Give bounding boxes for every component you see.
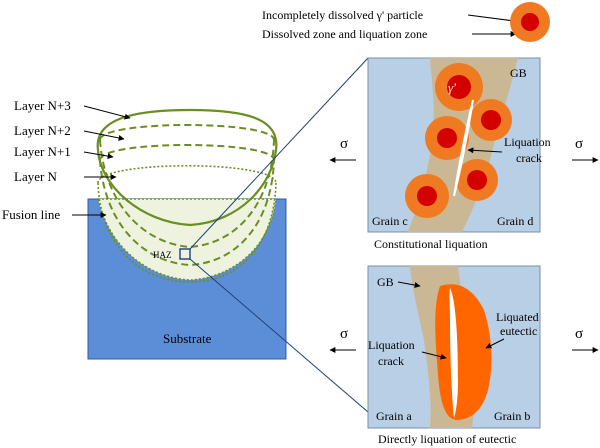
bottom-sigma-left: σ [340, 326, 348, 342]
layer-n2-label: Layer N+2 [14, 123, 71, 138]
layer-n3-label: Layer N+3 [14, 98, 71, 113]
substrate-label: Substrate [163, 331, 212, 346]
top-gb-label: GB [510, 66, 527, 80]
eutectic-liquation-panel: GB Liquation crack Liquated eutectic Gra… [329, 265, 599, 446]
bottom-liquation-crack [449, 288, 458, 418]
bottom-crack-label-1: Liquation [368, 338, 415, 352]
particle-core-1 [447, 75, 471, 99]
gamma-prime-label: γ' [448, 80, 456, 95]
top-sigma-right: σ [575, 136, 583, 152]
particle-core-2 [481, 110, 501, 130]
arrow-layer-n3 [83, 105, 131, 120]
bottom-sigma-right: σ [575, 326, 583, 342]
top-crack-arrow [467, 147, 503, 154]
top-crack-label-1: Liquation [504, 135, 551, 149]
grain-c-label: Grain c [372, 214, 408, 228]
layer-n2-top [99, 124, 275, 141]
particle-core-5 [417, 186, 437, 206]
bottom-gb-label: GB [377, 275, 394, 289]
eutectic-arrow [485, 338, 505, 349]
arrow-layer-n2 [83, 130, 125, 141]
legend: Incompletely dissolved γ' particle Disso… [262, 2, 550, 42]
bottom-panel-caption: Directly liquation of eutectic [378, 432, 516, 446]
top-sigma-left: σ [340, 136, 348, 152]
zoom-line-bottom [189, 258, 369, 413]
particle-core-3 [437, 128, 457, 148]
arrow-layer-n1 [83, 151, 114, 160]
top-panel-caption: Constitutional liquation [374, 237, 488, 251]
bottom-gb-arrow [397, 281, 421, 288]
constitutional-liquation-panel: γ' GB Liquation crack Grain c Grain d Co… [329, 57, 599, 251]
top-crack-label-2: crack [516, 151, 542, 165]
bottom-crack-label-2: crack [378, 354, 404, 368]
layer-n-label: Layer N [14, 169, 58, 184]
haz-label: HAZ [153, 250, 172, 260]
layer-n-top [97, 165, 277, 184]
legend-undissolved-label: Incompletely dissolved γ' particle [262, 8, 423, 22]
legend-particle-circle [521, 13, 539, 31]
top-liquation-crack [453, 99, 474, 197]
layer-n1-top [99, 144, 275, 161]
haz-zoom-box [179, 248, 191, 260]
legend-dissolved-label: Dissolved zone and liquation zone [262, 27, 427, 41]
layer-n3-bottom [96, 149, 278, 227]
layer-n1-label: Layer N+1 [14, 144, 71, 159]
eutectic-label-2: eutectic [500, 324, 537, 338]
liquated-eutectic [435, 284, 492, 420]
layer-n3-top [96, 108, 278, 151]
zoom-line-top [189, 57, 369, 250]
build-schematic: Layer N+3 Layer N+2 Layer N+1 Layer N Fu… [2, 57, 369, 413]
grain-a-label: Grain a [376, 409, 412, 423]
eutectic-label-1: Liquated [496, 310, 539, 324]
particle-core-4 [467, 170, 487, 190]
haz-region [97, 198, 277, 281]
fusion-line-label: Fusion line [2, 207, 60, 222]
grain-d-label: Grain d [497, 214, 533, 228]
grain-b-label: Grain b [494, 409, 530, 423]
bottom-crack-arrow [421, 351, 447, 360]
